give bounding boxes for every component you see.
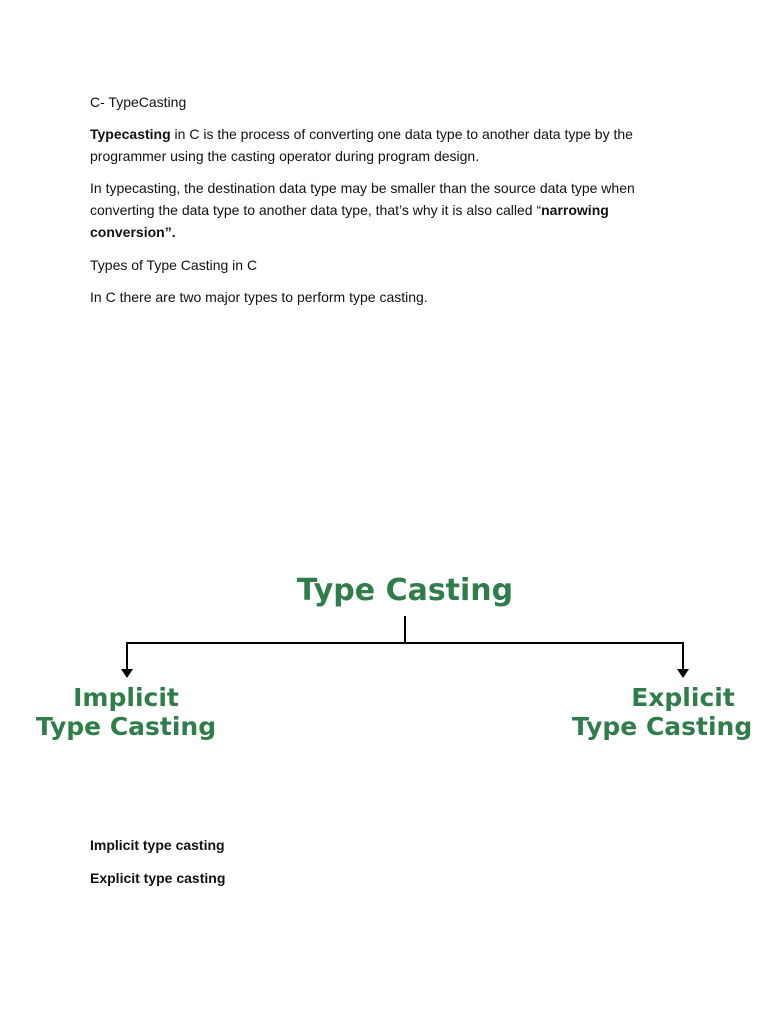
diagram-implicit-line2: Type Casting	[36, 712, 216, 741]
intro-paragraph-text: in C is the process of converting one da…	[90, 126, 633, 164]
implicit-type-casting-item: Implicit type casting	[90, 837, 225, 853]
diagram-implicit-line1: Implicit	[73, 683, 179, 712]
document-heading: C- TypeCasting	[90, 94, 187, 110]
types-intro-paragraph: In C there are two major types to perfor…	[90, 289, 428, 305]
narrowing-conversion-term: narrowing conversion”.	[90, 202, 609, 240]
narrowing-paragraph-text: In typecasting, the destination data typ…	[90, 180, 635, 218]
diagram-root-label: Type Casting	[297, 573, 513, 608]
diagram-explicit-line2: Type Casting	[572, 712, 752, 741]
type-casting-diagram: Type Casting Implicit Type Casting Expli…	[36, 573, 752, 741]
diagram-explicit-line1: Explicit	[631, 683, 735, 712]
narrowing-paragraph: In typecasting, the destination data typ…	[90, 177, 670, 243]
explicit-type-casting-item: Explicit type casting	[90, 870, 226, 886]
diagram-left-arrowhead	[121, 669, 133, 678]
typecasting-term: Typecasting	[90, 126, 171, 142]
diagram-right-arrowhead	[677, 669, 689, 678]
types-subheading: Types of Type Casting in C	[90, 257, 258, 273]
intro-paragraph: Typecasting in C is the process of conve…	[90, 123, 670, 167]
